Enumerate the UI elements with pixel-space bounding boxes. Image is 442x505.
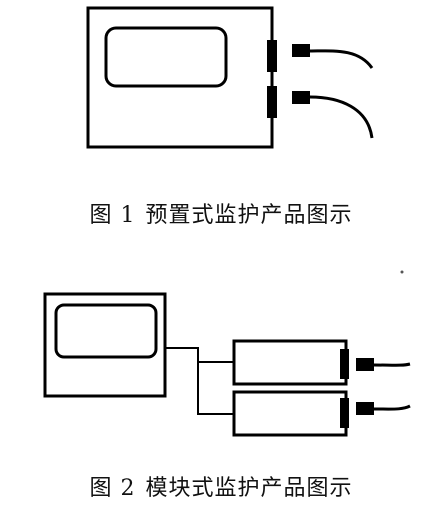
fig2-cable-1 <box>373 362 411 367</box>
fig1-port-1 <box>267 40 277 72</box>
figure-2-diagram <box>43 270 411 437</box>
fig1-port-2 <box>267 86 277 118</box>
fig2-module-1-port <box>340 349 349 379</box>
fig1-monitor-screen <box>104 26 228 88</box>
fig2-module-2 <box>232 390 348 437</box>
fig2-plug-1 <box>356 358 374 371</box>
figure-2-number: 图 2 <box>89 476 136 501</box>
fig2-link-wire <box>165 347 234 415</box>
figure-1-caption: 图 1 预置式监护产品图示 <box>0 197 442 229</box>
fig1-cable-1 <box>309 49 374 69</box>
figure-1-diagram <box>86 6 374 149</box>
fig1-cable-2 <box>309 95 374 139</box>
fig2-cable-2 <box>373 404 411 411</box>
fig2-monitor-screen <box>54 303 158 359</box>
figure-1-title: 预置式监护产品图示 <box>145 203 353 228</box>
figure-2-caption: 图 2 模块式监护产品图示 <box>0 470 442 502</box>
fig2-plug-2 <box>356 402 374 415</box>
fig1-plug-2 <box>292 91 310 104</box>
fig1-plug-1 <box>292 44 310 57</box>
fig2-module-1 <box>232 339 348 386</box>
figure-2-title: 模块式监护产品图示 <box>145 476 353 501</box>
figure-1-number: 图 1 <box>89 203 136 228</box>
fig2-edge-mark <box>400 270 404 274</box>
fig2-module-2-port <box>340 398 349 428</box>
